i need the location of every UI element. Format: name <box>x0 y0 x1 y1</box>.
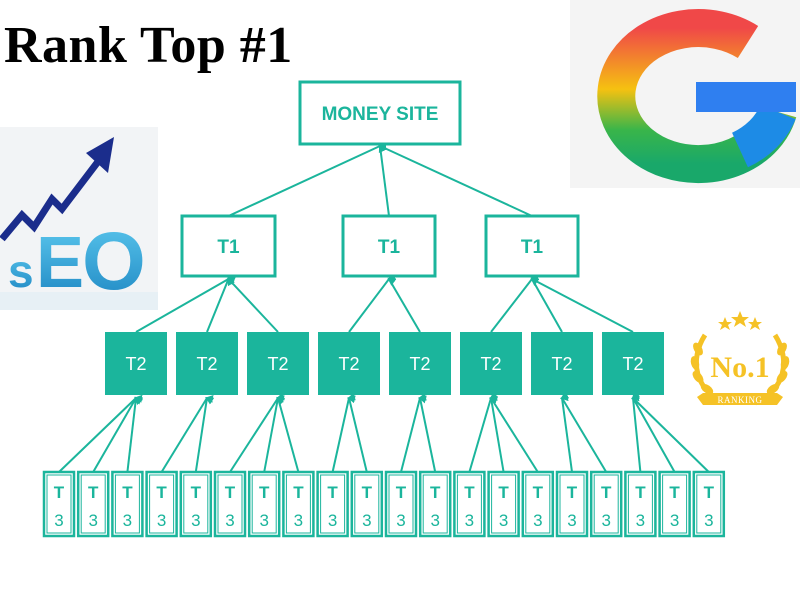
seo-growth-arrow-icon: s E O <box>0 137 158 310</box>
svg-text:T2: T2 <box>125 354 146 374</box>
svg-text:T2: T2 <box>267 354 288 374</box>
tier2-node: T2 <box>176 332 238 395</box>
tier3-node: T3 <box>658 470 691 538</box>
svg-text:T2: T2 <box>551 354 572 374</box>
tier3-node: T3 <box>247 470 281 538</box>
svg-text:T: T <box>533 483 544 502</box>
money-site-node: MONEY SITE <box>298 80 462 146</box>
svg-text:T1: T1 <box>217 237 240 258</box>
svg-text:T: T <box>225 483 236 502</box>
tier3-node: T3 <box>213 470 247 538</box>
tier2-node: T2 <box>105 332 167 395</box>
svg-text:T: T <box>293 483 304 502</box>
svg-text:3: 3 <box>88 511 97 530</box>
svg-text:3: 3 <box>157 511 166 530</box>
svg-text:T: T <box>191 483 202 502</box>
tier3-node: T3 <box>589 470 623 538</box>
svg-text:3: 3 <box>225 511 234 530</box>
tier3-node: T3 <box>624 470 657 538</box>
svg-text:T2: T2 <box>196 354 217 374</box>
svg-text:3: 3 <box>430 511 439 530</box>
svg-text:RANKING: RANKING <box>718 395 763 405</box>
tier1-node: T1 <box>341 214 437 278</box>
laurel-ranking-icon: No.1 RANKING <box>690 311 790 406</box>
svg-text:3: 3 <box>328 511 337 530</box>
svg-text:3: 3 <box>567 511 576 530</box>
svg-text:3: 3 <box>259 511 268 530</box>
svg-text:No.1: No.1 <box>710 351 769 384</box>
tier3-node: T3 <box>179 470 213 538</box>
svg-text:T: T <box>396 483 407 502</box>
svg-text:MONEY SITE: MONEY SITE <box>322 104 439 125</box>
svg-text:3: 3 <box>601 511 610 530</box>
svg-text:T: T <box>327 483 338 502</box>
svg-text:T2: T2 <box>338 354 359 374</box>
svg-text:T: T <box>498 483 509 502</box>
svg-text:T1: T1 <box>378 237 401 258</box>
svg-text:3: 3 <box>191 511 200 530</box>
svg-text:T: T <box>259 483 270 502</box>
tier3-node: T3 <box>384 470 418 538</box>
tier3-node: T3 <box>145 470 178 538</box>
no1-ranking-badge: No.1 RANKING <box>685 305 795 415</box>
svg-text:E: E <box>36 223 84 303</box>
tier3-node: T3 <box>692 470 726 538</box>
svg-text:T: T <box>362 483 373 502</box>
page-title: Rank Top #1 <box>4 17 293 74</box>
svg-text:T: T <box>88 483 99 502</box>
svg-text:3: 3 <box>465 511 474 530</box>
svg-text:T: T <box>669 483 680 502</box>
svg-text:T2: T2 <box>409 354 430 374</box>
svg-text:3: 3 <box>362 511 371 530</box>
svg-text:3: 3 <box>704 511 713 530</box>
seo-graphic: s E O <box>0 127 158 310</box>
tier3-node: T3 <box>555 470 589 538</box>
svg-text:T: T <box>704 483 715 502</box>
tier2-node: T2 <box>531 332 593 395</box>
svg-text:3: 3 <box>670 511 679 530</box>
tier3-node: T3 <box>282 470 315 538</box>
tier3-node: T3 <box>453 470 486 538</box>
tier3-node: T3 <box>111 470 144 538</box>
tier3-node: T3 <box>521 470 555 538</box>
tier3-node: T3 <box>76 470 110 538</box>
tier2-node: T2 <box>460 332 522 395</box>
svg-text:T: T <box>464 483 475 502</box>
google-logo <box>570 0 800 188</box>
svg-text:3: 3 <box>123 511 132 530</box>
svg-text:3: 3 <box>54 511 63 530</box>
tier3-node: T3 <box>350 470 384 538</box>
google-g-logo-icon <box>597 9 797 184</box>
tier2-node: T2 <box>602 332 664 395</box>
svg-text:T1: T1 <box>521 237 544 258</box>
svg-text:3: 3 <box>499 511 508 530</box>
svg-text:T: T <box>635 483 646 502</box>
tier3-node: T3 <box>418 470 452 538</box>
tier1-node: T1 <box>484 214 580 278</box>
svg-text:T: T <box>430 483 441 502</box>
svg-text:s: s <box>8 245 34 297</box>
svg-text:T: T <box>122 483 133 502</box>
svg-text:3: 3 <box>533 511 542 530</box>
svg-text:T: T <box>156 483 167 502</box>
svg-text:T: T <box>601 483 612 502</box>
tier2-node: T2 <box>389 332 451 395</box>
svg-text:3: 3 <box>636 511 645 530</box>
tier2-node: T2 <box>318 332 380 395</box>
svg-text:3: 3 <box>396 511 405 530</box>
svg-text:T: T <box>567 483 578 502</box>
svg-text:3: 3 <box>294 511 303 530</box>
svg-text:O: O <box>82 216 146 307</box>
svg-text:T2: T2 <box>480 354 501 374</box>
tier2-node: T2 <box>247 332 309 395</box>
tier3-node: T3 <box>487 470 520 538</box>
tier3-node: T3 <box>316 470 349 538</box>
tier1-node: T1 <box>180 214 277 278</box>
svg-text:T: T <box>54 483 65 502</box>
tier3-node: T3 <box>42 470 76 538</box>
svg-text:T2: T2 <box>622 354 643 374</box>
